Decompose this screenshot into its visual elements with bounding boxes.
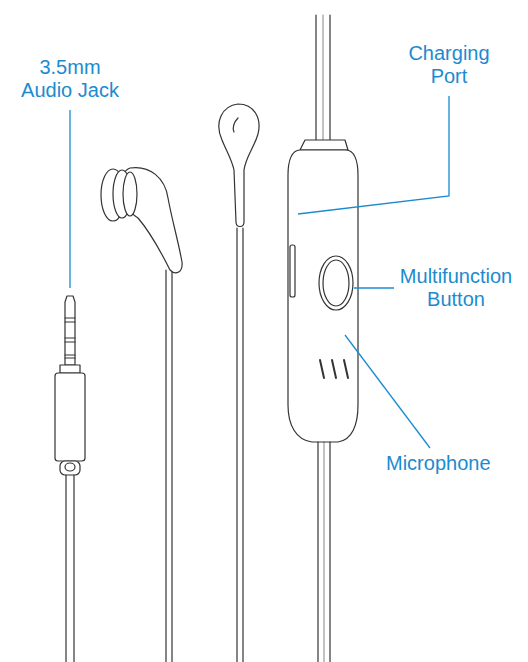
open-earbud (219, 104, 259, 662)
leader-line (69, 110, 70, 288)
part-label: 3.5mm Audio Jack (16, 56, 124, 102)
audio-jack (55, 296, 85, 662)
leader-lines (70, 96, 449, 448)
in-ear-earbud (101, 168, 182, 662)
part-label: Multifunction Button (388, 265, 524, 311)
multifunction-button (319, 256, 353, 310)
microphone-holes (320, 360, 348, 378)
leader-line (298, 96, 449, 214)
charging-port (290, 245, 295, 297)
part-label: Microphone (386, 452, 522, 475)
part-label: Charging Port (399, 42, 499, 88)
leader-line (354, 287, 394, 288)
leader-line (345, 335, 430, 448)
